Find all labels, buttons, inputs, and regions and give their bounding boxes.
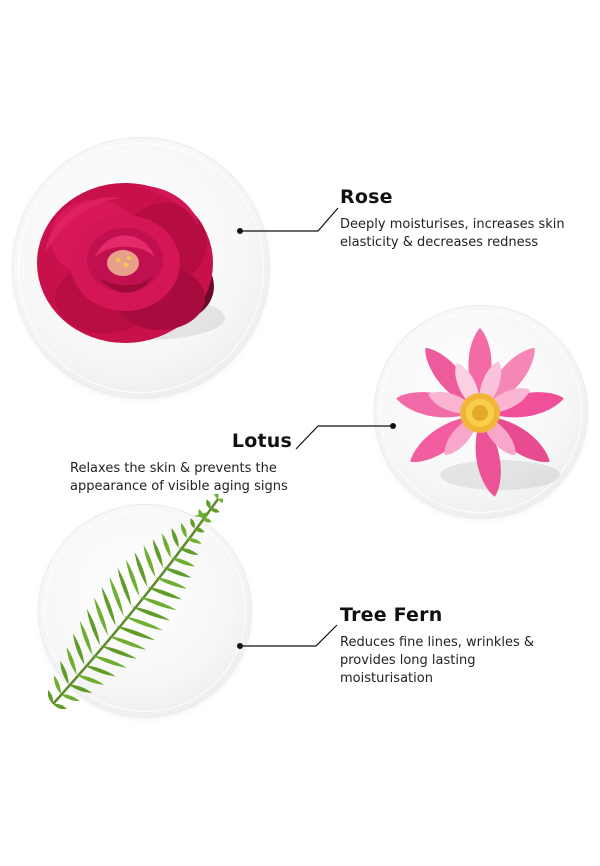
fern-leaflet: [48, 690, 54, 704]
fern-leaflet: [86, 608, 101, 646]
fern-leaflet: [147, 586, 183, 600]
fern-description-line-1: Reduces fine lines, wrinkles &: [340, 635, 535, 650]
fern-leaflet: [198, 509, 203, 519]
rose-description: Deeply moisturises, increases skin elast…: [340, 216, 590, 252]
fern-description-line-3: moisturisation: [340, 671, 433, 686]
fern-leaf-image: [48, 494, 223, 709]
fern-leaflet: [117, 567, 132, 607]
fern-leaflet: [143, 545, 156, 578]
lotus-description-line-1: Relaxes the skin & prevents the: [70, 461, 277, 476]
fern-leaflet: [60, 694, 80, 702]
rose-description-line-1: Deeply moisturises, increases skin: [340, 217, 565, 232]
fern-leaflet: [79, 620, 93, 656]
fern-leaflet: [210, 508, 220, 513]
fern-leaflet: [125, 559, 140, 597]
fern-leaflet: [171, 528, 179, 548]
fern-leaflet: [76, 674, 105, 685]
fern-leaflet: [131, 606, 171, 621]
fern-leaflet: [162, 533, 171, 558]
lotus-label: Lotus Relaxes the skin & prevents the ap…: [60, 430, 300, 496]
fern-leaflet: [194, 527, 205, 533]
fern-leaflet: [94, 597, 108, 636]
fern-title: Tree Fern: [340, 604, 443, 626]
fern-connector: [240, 624, 338, 647]
fern-leaflet: [206, 499, 211, 509]
fern-leaflet: [53, 675, 61, 695]
fern-leaflet: [60, 661, 69, 685]
fern-leaflet: [84, 664, 116, 677]
fern-leaflet: [202, 517, 212, 523]
lotus-description: Relaxes the skin & prevents the appearan…: [60, 460, 300, 496]
rose-flower-image: [37, 183, 225, 343]
fern-description-line-2: provides long lasting: [340, 653, 476, 668]
fern-leaflet: [53, 703, 67, 709]
lotus-flower-image: [396, 328, 564, 497]
rose-description-line-2: elasticity & decreases redness: [340, 235, 539, 250]
fern-leaflet: [155, 577, 188, 589]
fern-leaflet: [190, 518, 195, 529]
fern-leaflet: [66, 647, 77, 675]
rose-title: Rose: [340, 186, 393, 208]
fern-leaflet: [115, 625, 156, 641]
fern-leaflet: [109, 576, 124, 617]
fern-leaflet: [73, 633, 85, 665]
fern-label: Tree Fern Reduces fine lines, wrinkles &…: [340, 604, 590, 688]
fern-leaflet: [134, 551, 148, 587]
fern-leaflet: [163, 567, 192, 578]
fern-leaflet: [218, 498, 223, 503]
fern-leaflet: [214, 494, 219, 499]
fern-leaflet: [139, 596, 177, 611]
fern-leaflet: [68, 684, 93, 694]
fern-leaflet: [178, 547, 199, 556]
fern-leaflet: [186, 537, 202, 544]
fern-leaflet: [101, 586, 116, 626]
rose-label: Rose Deeply moisturises, increases skin …: [340, 186, 590, 252]
lotus-title: Lotus: [231, 430, 292, 452]
fern-leaflet: [170, 557, 196, 567]
fern-leaflet: [108, 635, 147, 650]
fern-description: Reduces fine lines, wrinkles & provides …: [340, 634, 590, 688]
fern-leaflet: [123, 616, 164, 631]
lotus-description-line-2: appearance of visible aging signs: [70, 479, 288, 494]
fern-leaflet: [92, 655, 127, 668]
fern-leaflet: [152, 539, 163, 568]
fern-leaflet: [100, 645, 137, 659]
fern-leaflet: [180, 523, 187, 539]
